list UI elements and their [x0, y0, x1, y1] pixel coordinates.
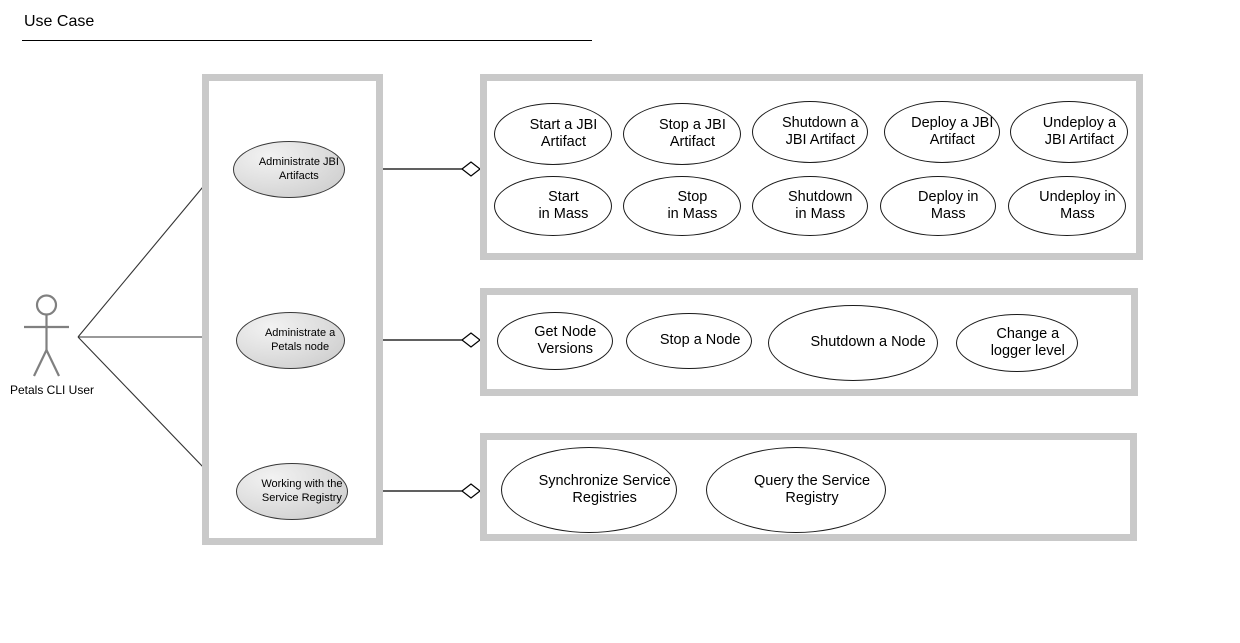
usecase-line: Working with the [261, 477, 343, 490]
usecase-line: Registries [572, 490, 637, 506]
usecase-line: Mass [1060, 206, 1095, 222]
title-divider [22, 40, 592, 41]
usecase-line: Undeploy in [1039, 188, 1116, 205]
aggregation-diamond-jbi [461, 161, 481, 177]
usecase-line: Administrate a [264, 326, 336, 339]
aggregation-diamond-registry [461, 483, 481, 499]
usecase-line: Artifact [540, 134, 586, 150]
usecase-line: Stop [677, 188, 708, 205]
aggregation-diamond-node [461, 332, 481, 348]
usecase-line: Stop a JBI [658, 116, 726, 133]
usecase-line: Versions [537, 341, 594, 357]
usecase-line: Query the Service [753, 472, 871, 489]
actor-label: Petals CLI User [9, 383, 95, 397]
usecase-line: Administrate JBI [258, 155, 339, 168]
usecase-line: Synchronize Service [538, 472, 671, 489]
usecase-line: Deploy in [918, 188, 979, 205]
usecase-stop-a-node[interactable]: Stop a Node [626, 313, 752, 369]
usecase-line: Shutdown a Node [810, 334, 926, 351]
usecase-line: Undeploy a [1042, 114, 1117, 131]
usecase-line: Petals node [271, 340, 330, 353]
usecase-line: Registry [785, 490, 839, 506]
usecase-line: Shutdown [788, 188, 853, 205]
usecase-line: Start [548, 188, 579, 205]
usecase-line: in Mass [667, 206, 718, 222]
usecase-line: JBI Artifact [1044, 132, 1115, 148]
usecase-line: Deploy a JBI [911, 114, 994, 131]
usecase-line: Get Node [534, 323, 597, 340]
usecase-line: Service Registry [261, 491, 342, 504]
usecase-line: Shutdown a [781, 114, 859, 131]
usecase-line: Artifacts [279, 169, 319, 182]
usecase-line: JBI Artifact [785, 132, 855, 148]
usecase-line: logger level [990, 343, 1065, 359]
usecase-line: Change a [996, 325, 1060, 342]
usecase-line: Stop a Node [659, 332, 741, 349]
usecase-line: in Mass [538, 206, 589, 222]
usecase-shutdown-a-node[interactable]: Shutdown a Node [768, 305, 938, 381]
assoc-line-jbi [77, 163, 223, 338]
usecase-line: Artifact [669, 134, 715, 150]
stick-figure-actor-icon [24, 294, 69, 377]
usecase-line: Start a JBI [529, 116, 598, 133]
usecase-line: Mass [930, 206, 966, 222]
usecase-line: Artifact [929, 132, 975, 148]
usecase-line: in Mass [795, 206, 846, 222]
diagram-title: Use Case [24, 13, 95, 30]
